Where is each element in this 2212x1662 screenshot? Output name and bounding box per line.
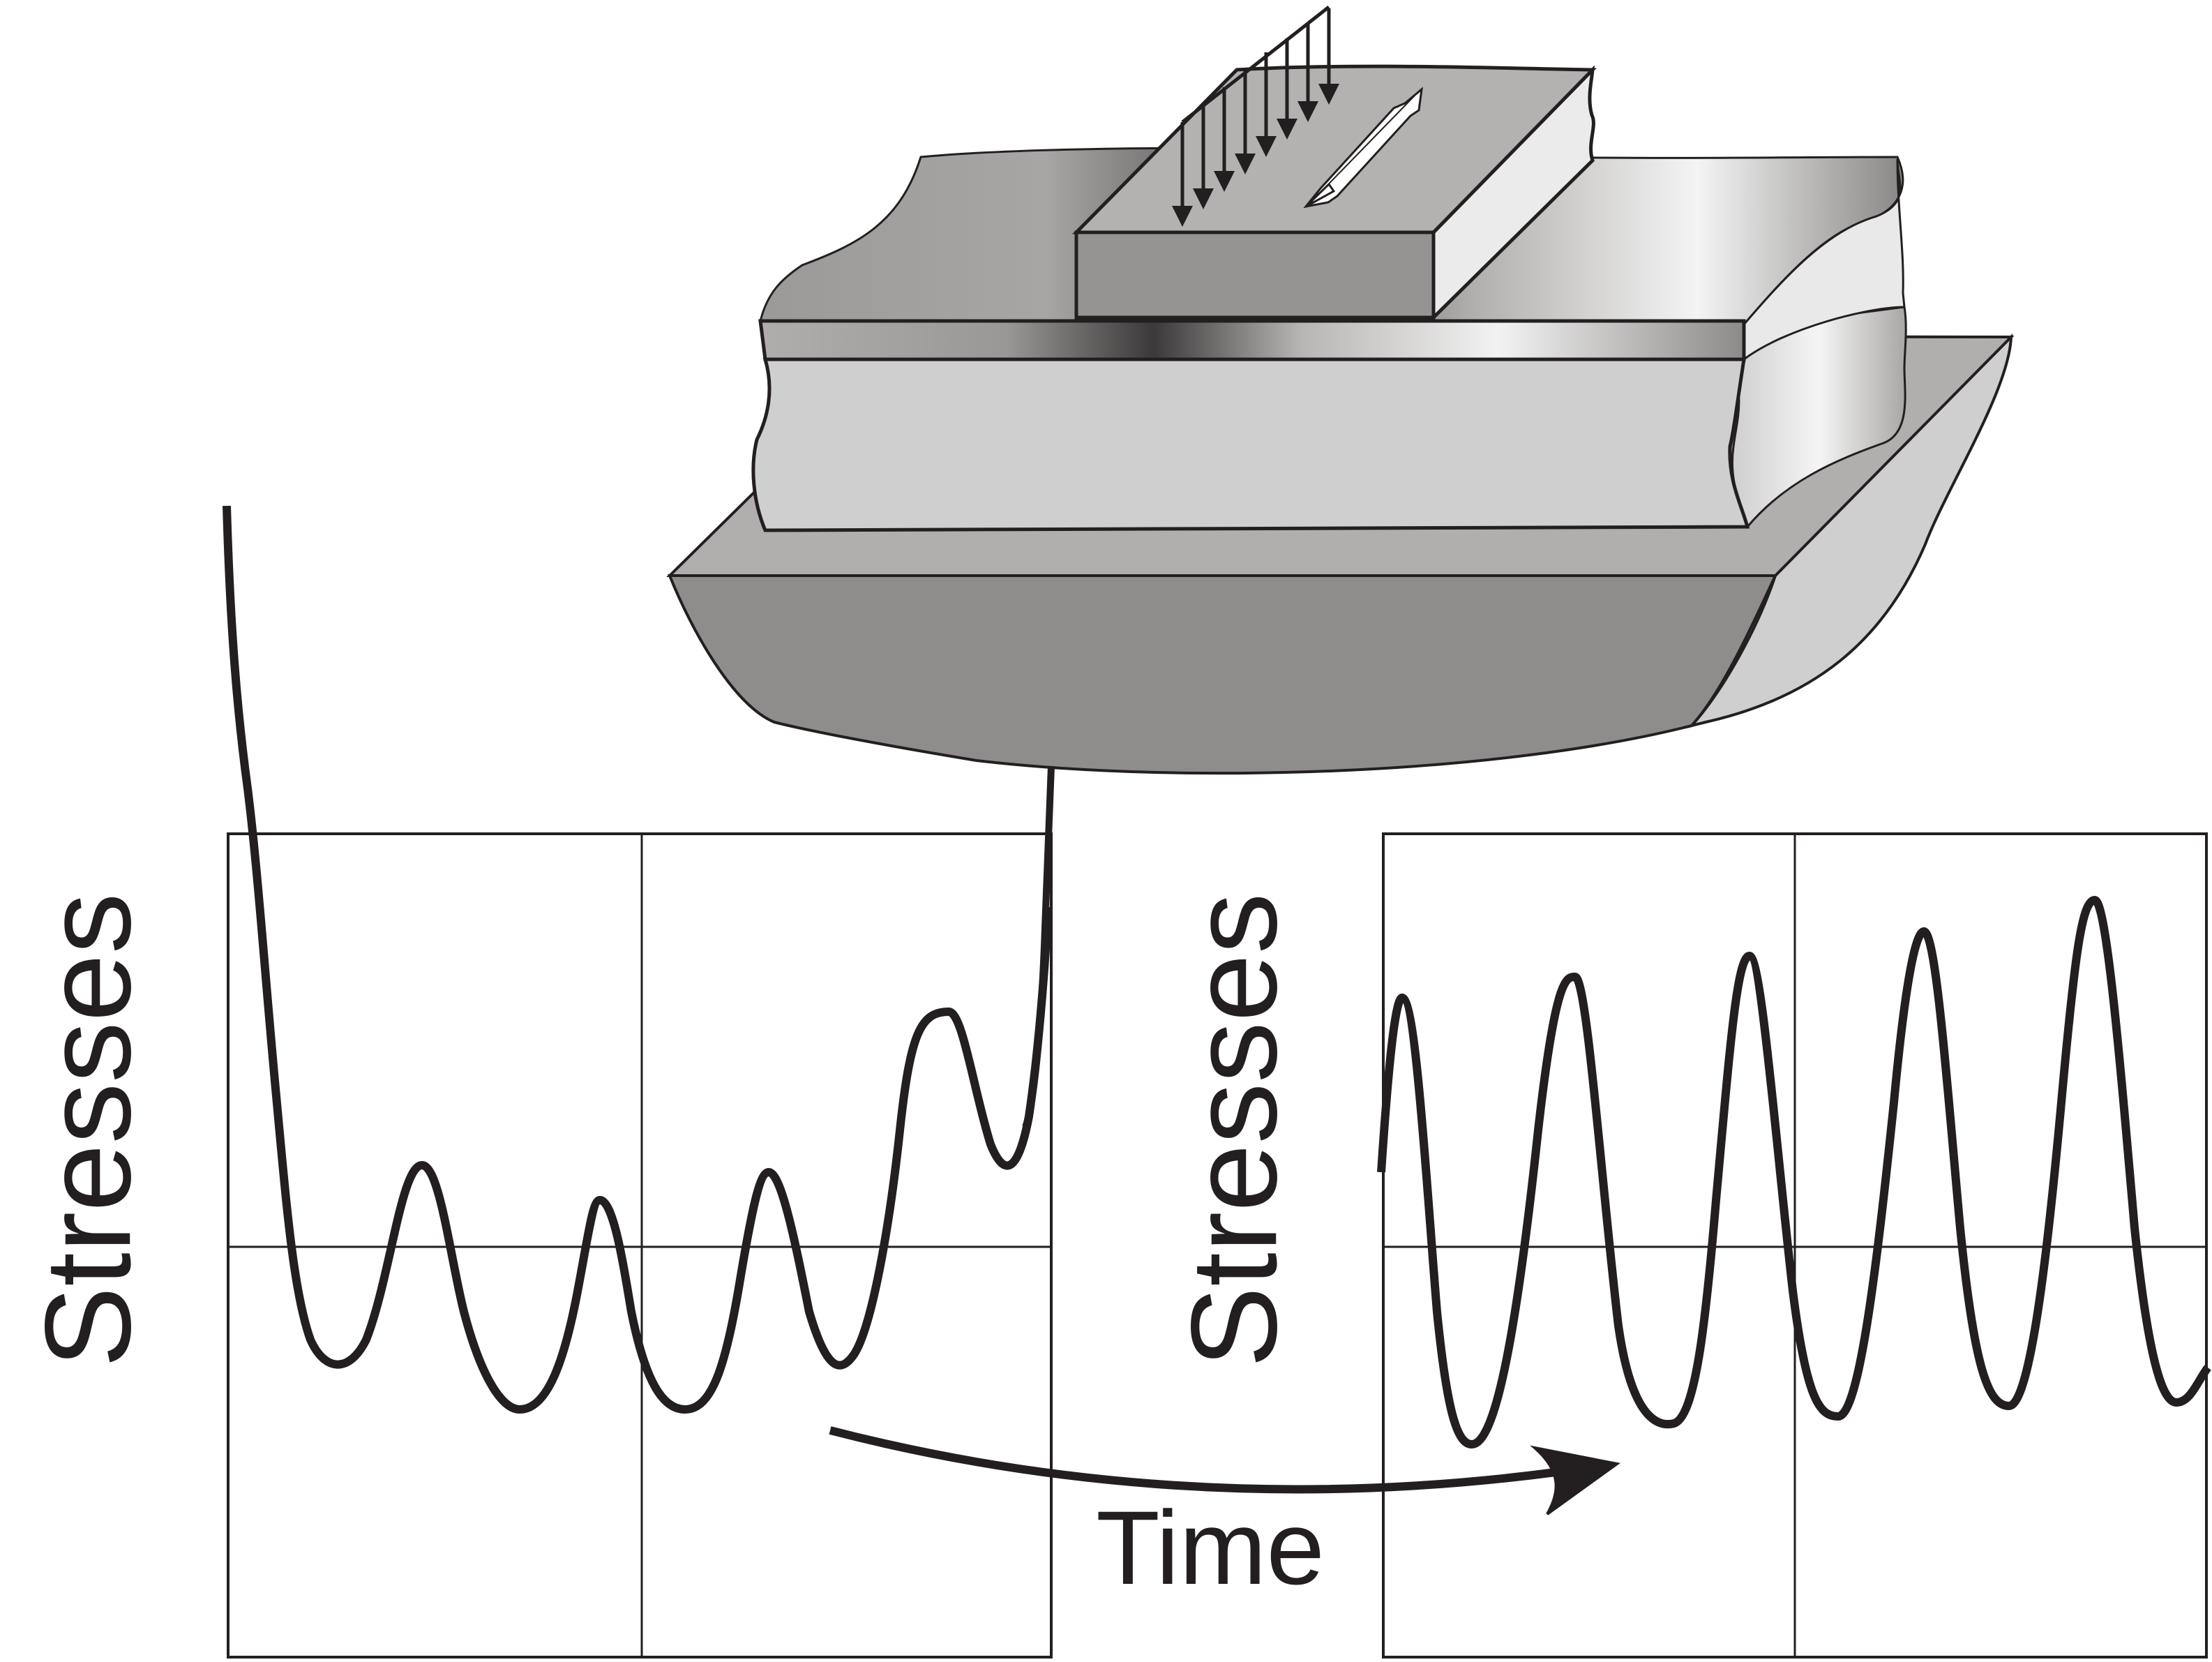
curved-arrow-icon: [829, 1426, 1556, 1494]
time-label: Time: [1096, 1489, 1325, 1606]
right-stress-curve: [1377, 895, 2211, 1449]
pad-front-face: [1074, 230, 1436, 320]
left-chart-frame: [227, 832, 1053, 1659]
sliding-direction-icon: [1303, 87, 1423, 209]
right-stress-chart: Stresses: [1166, 832, 2211, 1659]
upper-layer-end: [1743, 158, 1906, 361]
specimen-illustration: [666, 6, 2015, 1128]
middle-layer-end: [1731, 306, 1907, 530]
right-axis-label: Stresses: [1166, 893, 1302, 1368]
normal-load-arrows: [1172, 6, 1339, 227]
contact-strip: [758, 319, 1746, 361]
curved-arrow-head: [1530, 1445, 1620, 1515]
middle-layer-front: [751, 357, 1750, 532]
left-axis-label: Stresses: [20, 893, 156, 1368]
left-stress-curve: [223, 505, 1052, 1414]
left-stress-chart: Stresses: [20, 505, 1053, 1659]
pad-right-face: [1431, 65, 1595, 322]
time-arrow: Time: [829, 1426, 1620, 1606]
base-plate-front: [668, 574, 1778, 775]
base-plate-side: [1687, 333, 2013, 728]
